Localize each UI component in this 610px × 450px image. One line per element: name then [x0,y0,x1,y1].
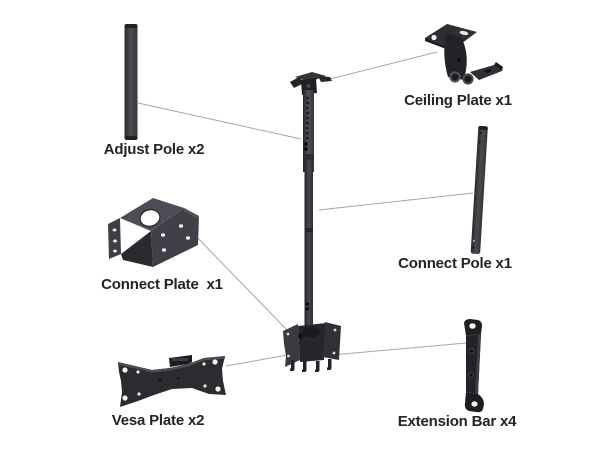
adjust-pole-top-cap [124,24,138,28]
extension-bar-image [464,319,484,413]
adjust-pole-label: Adjust Pole x2 [103,141,205,158]
assembled-mount [278,68,350,374]
mount-pole-collar [303,154,314,160]
connect-plate-left-face [108,218,121,259]
adjust-pole-image [124,24,138,140]
extension-bar-hole [471,401,478,407]
vesa-plate-label: Vesa Plate x2 [111,412,205,429]
leader-line-adjust-pole [137,102,302,140]
vesa-plate-hole [136,370,140,374]
ceiling-plate-image [425,24,503,85]
ceiling-plate-part [420,20,515,95]
connect-pole-hole [472,239,475,242]
mount-lock-knob [305,302,310,306]
mount-upper-pole [303,90,314,172]
connect-plate-label: Connect Plate x1 [101,276,223,293]
connect-plate-hole [178,224,184,228]
mount-bracket-top-plate [295,72,326,82]
assembled-mount-image [283,72,341,372]
head-right-bracket [323,322,341,360]
ceiling-plate-tab-slot [484,69,492,73]
connect-pole-body [470,125,488,255]
ceiling-plate-label: Ceiling Plate x1 [404,92,512,109]
connect-plate-inner-face [121,231,153,267]
vesa-plate-hole [176,376,180,380]
connect-plate-hole [185,236,191,240]
connect-pole-image [470,125,488,255]
extension-bar-edge-highlight [475,334,481,394]
ceiling-plate-pivot-hole [457,58,461,62]
ceiling-plate-hole [431,34,437,41]
mount-bracket-left-wing [290,77,304,88]
connect-plate-hole [113,249,117,253]
extension-bar-hole [468,372,474,378]
ceiling-plate-bracket [444,33,467,80]
vesa-plate-hole [202,362,206,366]
leader-line-extension-bar [320,342,467,357]
extension-bar-hole [469,323,476,329]
connect-plate-pole-hole [139,209,161,227]
connect-pole-part [466,123,492,257]
adjust-pole-rod [124,24,138,140]
vesa-plate-image [118,355,226,407]
extension-bar-hole [468,348,475,354]
vesa-plate-part [112,350,230,414]
ceiling-plate-slot [459,30,469,36]
vesa-plate-hole [158,378,162,382]
ceiling-plate-tab-lip [494,62,503,71]
mount-lower-pole-body [304,160,313,328]
mount-pole-joint [304,228,313,232]
adjust-pole-bottom-cap [124,136,138,140]
connect-pole-top-cap [478,125,488,130]
leader-line-connect-plate [187,227,288,331]
connect-plate-hole [161,248,167,252]
vesa-plate-hole [137,392,141,396]
vesa-plate-keyhole [122,395,128,401]
connect-plate-edge-highlight [184,208,199,219]
mount-upper-pole-body [303,90,314,172]
head-hole [332,351,336,355]
mount-bracket-pivot [306,84,311,88]
ceiling-plate-ring-right [462,73,474,85]
head-hole [286,332,290,336]
vesa-plate-keyhole [212,359,218,365]
mount-pole-holes [306,96,309,140]
leader-line-ceiling-plate [321,51,438,82]
mount-lock-knob [305,307,310,311]
extension-bar-part [456,316,490,416]
connect-plate-front-face [151,208,199,267]
vesa-plate-keyhole [122,367,128,373]
connect-pole-hole [478,140,481,143]
leader-line-connect-pole [318,192,474,211]
connect-pole-hole [472,246,475,249]
vesa-plate-top-edge [118,356,225,373]
connect-plate-hole [171,257,177,261]
connect-plate-hole [112,228,117,232]
connect-pole-label: Connect Pole x1 [398,255,512,272]
head-hole [333,328,337,332]
connect-plate-hole [113,239,117,243]
mount-lock-knob [304,147,308,151]
vesa-plate-hole [203,384,207,388]
connect-plate-hole [160,233,166,237]
connect-plate-part [104,197,204,275]
connect-pole-rod [470,125,488,255]
connect-plate-image [108,198,199,267]
head-tilt-joint [302,326,320,338]
adjust-pole-part [122,22,140,142]
connect-pole-hole [479,131,482,134]
mount-lock-knob [304,142,308,146]
head-hole [287,354,290,358]
head-tilt-knob [298,333,304,339]
vesa-plate-keyhole [215,386,221,392]
extension-bar-label: Extension Bar x4 [397,413,517,430]
mount-lower-pole [304,160,313,328]
vesa-plate-handle-slot [172,358,188,361]
head-hook-feet [290,359,332,372]
ceiling-plate-ring-left [449,71,461,83]
mount-vesa-head [283,322,341,372]
mount-bracket-right-wing [318,76,332,82]
